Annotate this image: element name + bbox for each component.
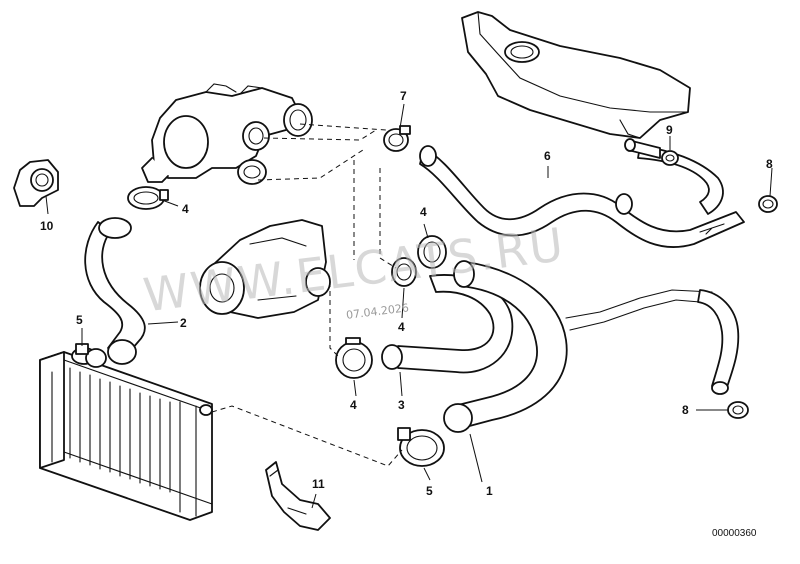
clamp-5b <box>397 427 445 467</box>
label-clamp-8a: 8 <box>766 157 773 171</box>
label-clamp-8b: 8 <box>682 403 689 417</box>
part-labels: 1 2 3 4 4 4 4 5 5 6 7 8 8 9 10 11 <box>40 89 773 498</box>
clamp-4b <box>417 235 447 269</box>
clamp-8b <box>727 401 749 419</box>
clamp-4d <box>335 337 373 379</box>
clamp-4a <box>127 186 169 210</box>
clamp-9 <box>661 150 679 166</box>
label-clamp-9: 9 <box>666 123 673 137</box>
label-clamp-5b: 5 <box>426 484 433 498</box>
clamp-5a <box>75 343 107 368</box>
label-clamp-4b: 4 <box>420 205 427 219</box>
expansion-tank <box>461 11 691 139</box>
label-hose-2: 2 <box>180 316 187 330</box>
radiator <box>39 347 213 521</box>
label-clamp-5a: 5 <box>76 313 83 327</box>
label-clamp-4c: 4 <box>398 320 405 334</box>
bypass-hose <box>697 289 740 395</box>
label-hose-1: 1 <box>486 484 493 498</box>
tank-outlet <box>624 138 661 159</box>
label-clamp-4d: 4 <box>350 398 357 412</box>
label-hose-6: 6 <box>544 149 551 163</box>
connection-lines <box>211 123 403 467</box>
label-clamp-4a: 4 <box>182 202 189 216</box>
thermostat-housing <box>141 83 313 185</box>
clamp-7 <box>383 125 411 152</box>
drawing-number: 00000360 <box>712 528 757 539</box>
bracket-10 <box>13 159 59 207</box>
label-clamp-7: 7 <box>400 89 407 103</box>
hose-1 <box>443 260 713 433</box>
label-hose-3: 3 <box>398 398 405 412</box>
hose-2 <box>84 217 146 365</box>
leader-lines <box>45 103 773 509</box>
clamp-4c <box>391 257 417 287</box>
watermark-date: 07.04.2026 <box>345 301 409 322</box>
bracket-11 <box>265 461 331 531</box>
water-pump <box>199 219 331 319</box>
hose-3 <box>381 274 514 374</box>
clamp-8a <box>758 195 778 213</box>
label-bracket-10: 10 <box>40 219 54 233</box>
label-bracket-11: 11 <box>312 477 325 491</box>
